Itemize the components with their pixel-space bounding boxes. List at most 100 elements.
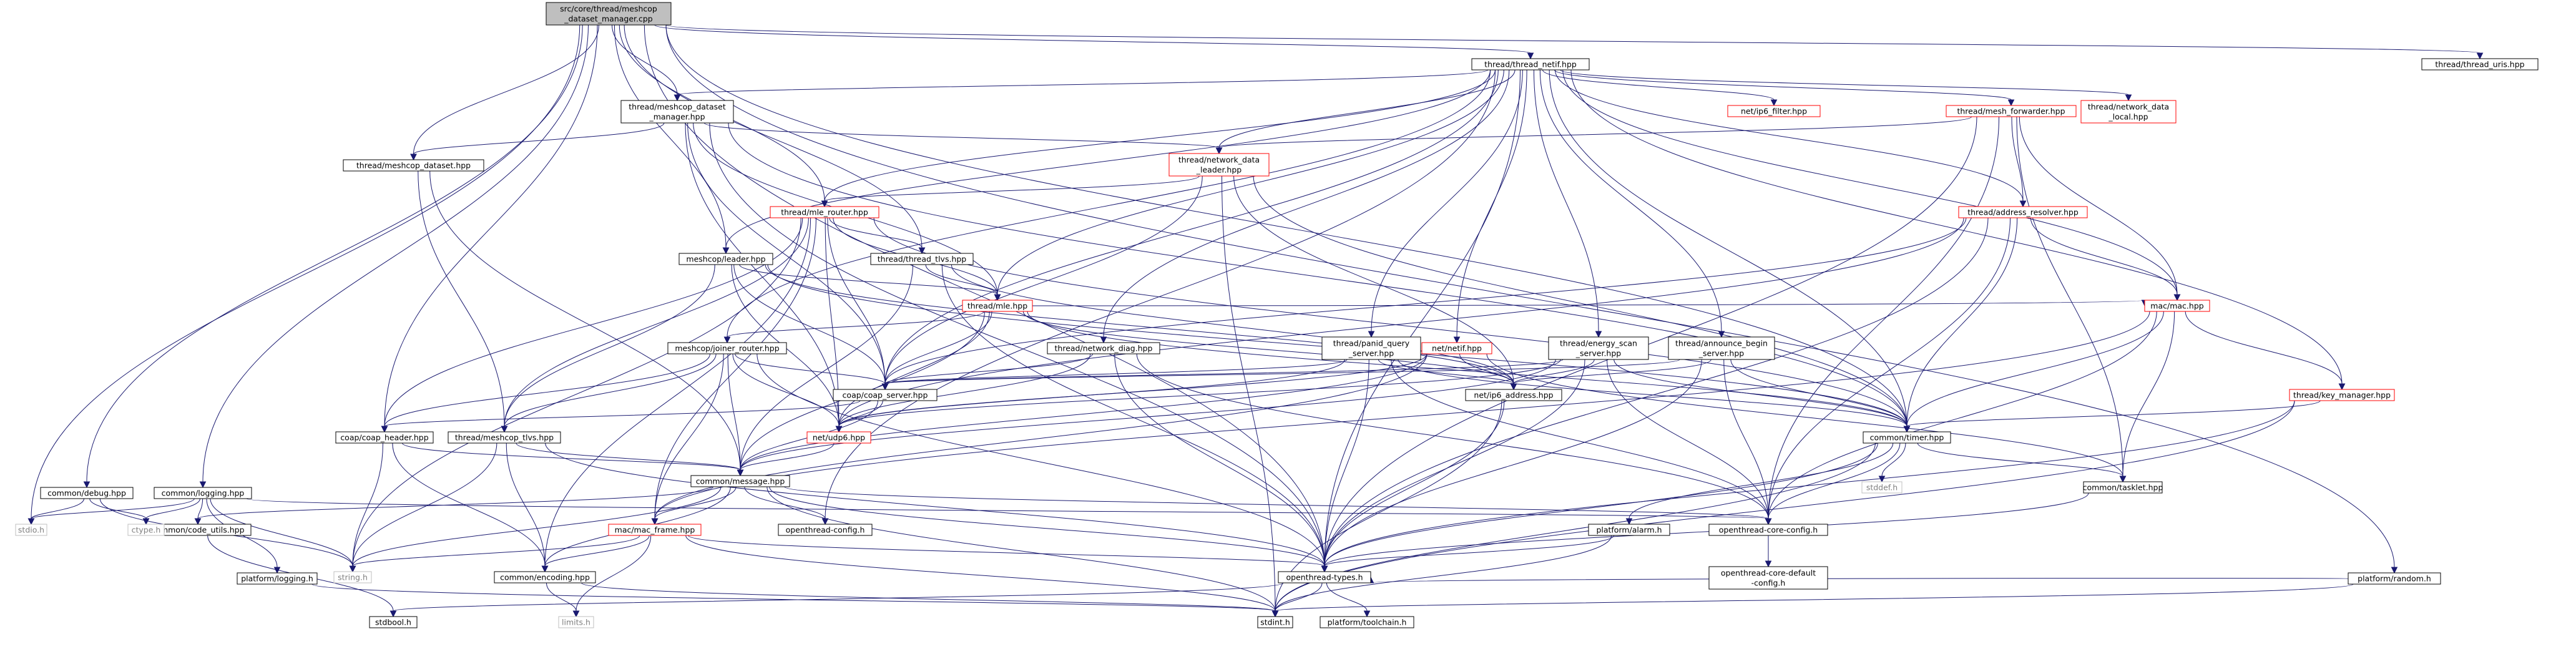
dependency-edge [1371,69,1523,332]
node-box [2289,389,2395,401]
node-mle-router[interactable]: thread/mle_router.hpp [770,206,879,218]
dependency-edge [1233,175,1514,384]
node-toolchain[interactable]: platform/toolchain.h [1320,616,1414,628]
node-label: stdio.h [18,525,44,535]
node-key-mgr[interactable]: thread/key_manager.hpp [2289,389,2395,401]
node-box [1548,336,1649,360]
dependency-edge [824,175,1200,202]
dependency-edge [2030,217,2178,295]
node-plat-logging[interactable]: platform/logging.h [237,572,318,585]
node-ip6-addr[interactable]: net/ip6_address.hpp [1465,389,1562,401]
dependency-edge-arrowhead [2338,383,2346,391]
node-ip6-filter[interactable]: net/ip6_filter.hpp [1727,105,1821,117]
node-label: _manager.hpp [649,112,705,122]
node-ocore-cfg[interactable]: openthread-core-config.h [1708,524,1828,536]
node-logging[interactable]: common/logging.hpp [154,487,252,499]
node-box [1708,524,1828,536]
node-label: thread/thread_tlvs.hpp [878,255,967,264]
node-netif[interactable]: thread/thread_netif.hpp [1471,58,1590,71]
node-label: mac/mac.hpp [2150,301,2203,311]
node-ocore-def[interactable]: openthread-core-default-config.h [1708,566,1828,590]
dependency-edge [1768,311,2157,519]
dependency-edge [687,122,886,384]
dependency-edge [1906,311,2164,427]
node-timer[interactable]: common/timer.hpp [1863,431,1951,444]
node-nd-diag[interactable]: thread/network_diag.hpp [1047,342,1160,354]
node-mesh-fwd[interactable]: thread/mesh_forwarder.hpp [1946,105,2077,117]
node-label: _dataset_manager.cpp [564,14,653,24]
dependency-edge [1391,359,1769,519]
node-encoding[interactable]: common/encoding.hpp [494,571,596,583]
node-label: stddef.h [1866,483,1898,492]
dependency-edge [504,353,717,427]
dependency-edge [544,535,650,567]
dependency-edge [703,122,1220,149]
dependency-edge-arrowhead [1368,331,1375,338]
node-dsmgr[interactable]: thread/meshcop_dataset_manager.hpp [620,100,734,124]
dependency-edge-arrowhead [2119,476,2127,483]
dependency-edge [1378,359,1514,384]
node-message[interactable]: common/message.hpp [690,475,790,487]
dependency-edge-arrowhead [1878,476,1886,483]
node-stdint[interactable]: stdint.h [1257,616,1293,628]
node-label: net/netif.hpp [1432,344,1482,353]
dependency-edge-arrowhead [2173,294,2181,301]
dependency-edge [202,24,589,482]
dependency-edge-arrowhead [1595,331,1602,338]
dependency-edge-arrowhead [349,565,356,573]
node-meshcop-tlvs[interactable]: thread/meshcop_tlvs.hpp [448,431,561,444]
node-box [15,524,47,536]
node-joiner-router[interactable]: meshcop/joiner_router.hpp [667,342,787,354]
node-code-utils[interactable]: common/code_utils.hpp [144,524,252,536]
node-box [2083,481,2163,494]
node-mac[interactable]: mac/mac.hpp [2144,300,2210,312]
dependency-edge [384,400,861,427]
node-leader[interactable]: meshcop/leader.hpp [678,253,773,265]
dependency-edge-arrowhead [2019,200,2027,208]
dependency-edge-arrowhead [83,481,91,489]
node-oconfig[interactable]: openthread-config.h [778,524,873,536]
node-alarm[interactable]: platform/alarm.h [1588,524,1670,536]
dependency-edge [757,353,1325,567]
node-nd-leader[interactable]: thread/network_data_leader.hpp [1168,153,1270,177]
dependency-edge-arrowhead [1765,518,1772,525]
node-otypes[interactable]: openthread-types.h [1278,571,1371,583]
node-box [1465,389,1562,401]
node-label: thread/thread_netif.hpp [1484,60,1577,69]
node-coap-header[interactable]: coap/coap_header.hpp [335,431,434,444]
node-plat-random[interactable]: platform/random.h [2348,572,2441,585]
dependency-edge-arrowhead [381,426,388,433]
node-mac-frame[interactable]: mac/mac_frame.hpp [608,524,702,536]
dependency-edge [884,217,1967,384]
dependency-edge [1324,359,1585,567]
node-thread-tlvs[interactable]: thread/thread_tlvs.hpp [870,253,974,265]
node-label: thread/panid_query [1333,339,1410,348]
node-coap-server[interactable]: coap/coap_server.hpp [833,389,938,401]
node-nd-local[interactable]: thread/network_data_local.hpp [2080,100,2177,124]
dependency-edge [210,498,353,567]
node-label: common/logging.hpp [162,489,245,498]
node-announce[interactable]: thread/announce_begin_server.hpp [1668,336,1775,360]
dependency-edge [31,24,580,519]
node-box [494,571,596,583]
node-label: -config.h [1751,578,1786,588]
node-stdbool[interactable]: stdbool.h [369,616,418,628]
node-root[interactable]: src/core/thread/meshcop_dataset_manager.… [546,2,672,26]
dependency-edge [384,24,598,427]
node-uris[interactable]: thread/thread_uris.hpp [2421,58,2539,71]
dependency-edge-arrowhead [1770,99,1778,107]
node-udp6[interactable]: net/udp6.hpp [806,431,871,444]
node-tasklet[interactable]: common/tasklet.hpp [2083,481,2163,494]
dependency-edge [1324,359,1702,567]
dependency-edge [1136,353,1769,519]
node-debug[interactable]: common/debug.hpp [40,487,134,499]
node-box [2348,572,2441,585]
node-panid[interactable]: thread/panid_query_server.hpp [1321,336,1421,360]
dependency-edge-arrowhead [1321,565,1328,573]
node-addr-res[interactable]: thread/address_resolver.hpp [1958,206,2088,218]
node-mle[interactable]: thread/mle.hpp [962,300,1033,312]
dependency-edge-arrowhead [722,247,730,255]
node-dataset[interactable]: thread/meshcop_dataset.hpp [343,159,484,172]
node-netif-net[interactable]: net/netif.hpp [1421,342,1492,354]
node-energy[interactable]: thread/energy_scan_server.hpp [1548,336,1649,360]
